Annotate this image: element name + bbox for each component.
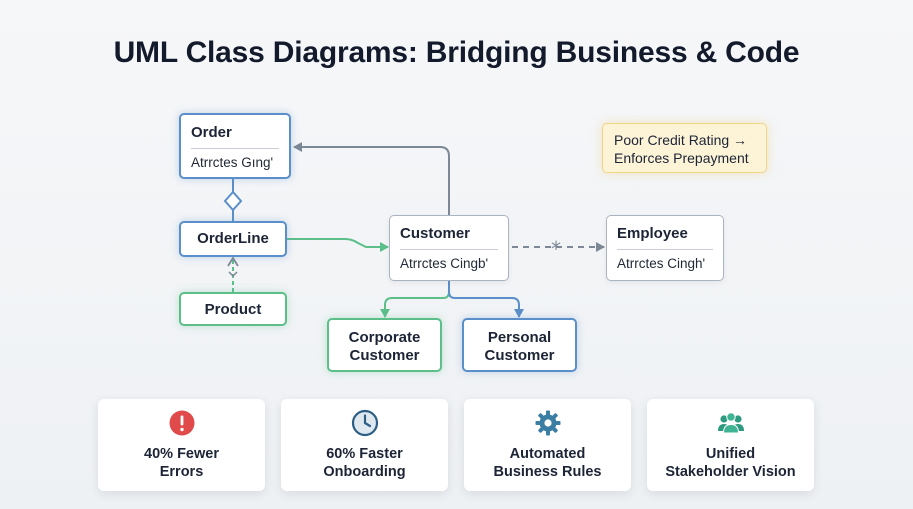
benefit-card-onboarding: 60% Faster Onboarding <box>281 399 448 491</box>
class-employee-attribute: Atrrctes Cingh' <box>617 256 706 271</box>
customer-corporate-generalization <box>380 281 450 318</box>
class-order-name: Order <box>191 124 232 141</box>
note-line1: Poor Credit Rating → <box>614 132 748 148</box>
clock-icon <box>351 409 379 437</box>
page-title: UML Class Diagrams: Bridging Business & … <box>113 36 800 69</box>
class-personal-customer[interactable]: Personal Customer <box>462 318 577 372</box>
people-icon <box>718 412 744 434</box>
class-orderline[interactable]: OrderLine <box>179 221 287 257</box>
orderline-customer-link <box>287 238 389 252</box>
class-personal-line2: Customer <box>484 347 555 364</box>
business-rule-note: Poor Credit Rating → Enforces Prepayment <box>602 123 767 173</box>
multiplicity-label: * <box>551 237 561 261</box>
class-corporate-line1: Corporate <box>348 329 421 346</box>
aggregation-diamond <box>223 190 243 212</box>
benefit-rules-label: Automated Business Rules <box>493 446 602 480</box>
benefit-card-errors: 40% Fewer Errors <box>98 399 265 491</box>
benefit-card-vision: Unified Stakeholder Vision <box>647 399 814 491</box>
benefit-errors-label: 40% Fewer Errors <box>144 446 219 480</box>
gear-icon <box>535 410 561 436</box>
class-order[interactable]: Order Atrrctes Gıng' <box>179 113 291 179</box>
note-line2: Enforces Prepayment <box>614 150 749 166</box>
benefit-vision-label: Unified Stakeholder Vision <box>665 446 796 480</box>
class-employee-divider <box>617 249 713 250</box>
customer-personal-generalization <box>448 281 524 318</box>
class-product-name: Product <box>204 301 262 318</box>
class-orderline-name: OrderLine <box>197 230 269 247</box>
benefit-onboarding-label: 60% Faster Onboarding <box>323 446 406 480</box>
class-customer-name: Customer <box>400 225 471 242</box>
class-employee[interactable]: Employee Atrrctes Cingh' <box>606 215 724 281</box>
class-personal-line1: Personal <box>487 329 552 346</box>
class-employee-name: Employee <box>617 225 688 242</box>
class-product[interactable]: Product <box>179 292 287 326</box>
benefit-card-rules: Automated Business Rules <box>464 399 631 491</box>
class-order-divider <box>191 148 279 149</box>
class-corporate-line2: Customer <box>349 347 420 364</box>
customer-order-association <box>293 142 450 215</box>
class-customer-attribute: Atrrctes Cingb' <box>400 256 489 271</box>
alert-icon <box>169 410 195 436</box>
class-corporate-customer[interactable]: Corporate Customer <box>327 318 442 372</box>
class-customer[interactable]: Customer Atrrctes Cingb' <box>389 215 509 281</box>
class-customer-divider <box>400 249 498 250</box>
class-order-attribute: Atrrctes Gıng' <box>191 155 274 170</box>
